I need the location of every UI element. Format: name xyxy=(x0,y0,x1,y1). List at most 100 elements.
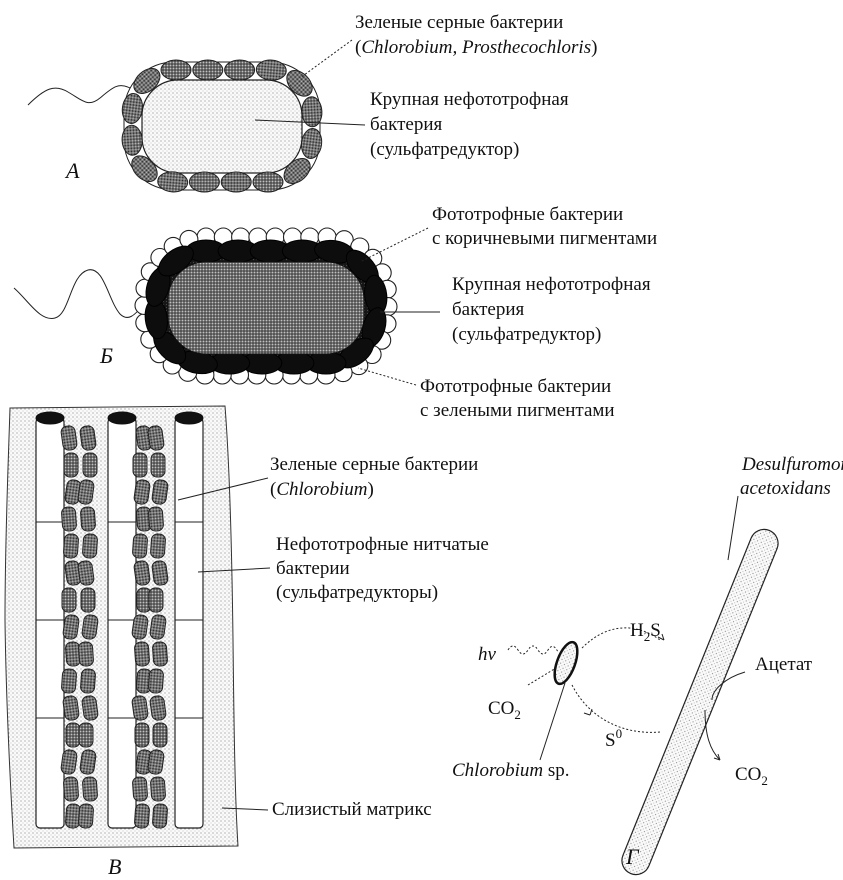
svg-text:(Chlorobium): (Chlorobium) xyxy=(270,479,374,500)
label-s0: S0 xyxy=(605,726,622,751)
chlorobium-cell-v xyxy=(82,534,98,559)
label-co2-right: CO2 xyxy=(735,764,768,788)
flagellum-b xyxy=(14,270,143,319)
chlorobium-cell-v xyxy=(78,804,94,829)
svg-text:Фототрофные бактерии: Фототрофные бактерии xyxy=(432,204,623,225)
green-sulfur-cell xyxy=(221,172,251,192)
green-sulfur-cell xyxy=(193,60,223,80)
svg-text:(Chlorobium, Prosthecochloris): (Chlorobium, Prosthecochloris) xyxy=(355,37,597,58)
leader-co2-left xyxy=(528,668,556,685)
chlorobium-cell-v xyxy=(61,669,77,694)
label-acetate: Ацетат xyxy=(755,654,813,675)
svg-text:Desulfuromonas: Desulfuromonas xyxy=(741,454,843,475)
leader-desulfuromonas xyxy=(728,496,738,560)
green-sulfur-cell xyxy=(253,172,283,192)
chlorobium-cell-v xyxy=(65,804,81,829)
chlorobium-cell xyxy=(550,639,582,687)
leader-b-1 xyxy=(360,228,428,262)
green-sulfur-cell xyxy=(121,125,142,156)
chlorobium-cell-v xyxy=(148,507,164,532)
chlorobium-cell-v xyxy=(151,453,165,477)
label-chlorobium-sp: Chlorobium sp. xyxy=(452,760,570,781)
filament-cap xyxy=(36,412,64,424)
svg-text:Зеленые серные бактерии: Зеленые серные бактерии xyxy=(270,454,478,475)
panel-a: Зеленые серные бактерии (Chlorobium, Pro… xyxy=(28,12,597,193)
green-sulfur-cell xyxy=(189,172,219,192)
svg-text:бактерия: бактерия xyxy=(452,299,524,320)
chlorobium-cell-v xyxy=(152,642,168,667)
chlorobium-cell-v xyxy=(80,669,96,694)
nonphototrophic-cell-b xyxy=(168,262,364,354)
label-brown-pigment-bacteria: Фототрофные бактерии с коричневыми пигме… xyxy=(432,204,657,249)
chlorobium-cell-v xyxy=(78,642,94,667)
chlorobium-cell-v xyxy=(150,777,166,802)
svg-text:acetoxidans: acetoxidans xyxy=(740,478,831,499)
chlorobium-cell-v xyxy=(134,804,150,829)
chlorobium-cell-v xyxy=(66,723,80,747)
svg-text:Нефототрофные нитчатые: Нефототрофные нитчатые xyxy=(276,534,489,555)
chlorobium-cell-v xyxy=(135,723,149,747)
green-sulfur-cell xyxy=(161,60,191,80)
svg-text:Крупная нефототрофная: Крупная нефототрофная xyxy=(370,89,569,110)
light-wave xyxy=(508,646,558,654)
svg-text:(сульфатредуктор): (сульфатредуктор) xyxy=(452,324,601,345)
chlorobium-cell-v xyxy=(80,507,96,532)
chlorobium-cell-v xyxy=(153,723,167,747)
svg-text:Фототрофные бактерии: Фототрофные бактерии xyxy=(420,376,611,397)
label-slime-matrix: Слизистый матрикс xyxy=(272,799,432,820)
label-green-sulfur-bacteria-a: Зеленые серные бактерии (Chlorobium, Pro… xyxy=(355,12,597,58)
chlorobium-cell-v xyxy=(149,588,163,612)
label-large-nonphototrophic-a: Крупная нефототрофная бактерия (сульфатр… xyxy=(370,89,569,160)
chlorobium-cell-v xyxy=(79,723,93,747)
svg-text:бактерии: бактерии xyxy=(276,558,350,579)
filament xyxy=(108,418,136,828)
nonphototrophic-cell-a xyxy=(142,80,302,173)
panel-letter-g: Г xyxy=(625,844,640,869)
panel-g: Desulfuromonas acetoxidans hν H2S Ацетат… xyxy=(452,454,843,879)
svg-text:бактерия: бактерия xyxy=(370,114,442,135)
panel-letter-v: В xyxy=(108,854,121,879)
label-co2-left: CO2 xyxy=(488,698,521,722)
panel-letter-b: Б xyxy=(99,343,113,368)
desulfuromonas-cell xyxy=(618,525,783,879)
chlorobium-cell-v xyxy=(148,669,164,694)
chlorobium-cell-v xyxy=(65,642,81,667)
chlorobium-cell-v xyxy=(61,507,77,532)
chlorobium-cell-v xyxy=(63,777,79,802)
green-sulfur-cell xyxy=(256,59,287,81)
chlorobium-cell-v xyxy=(132,534,148,559)
svg-text:Зеленые серные бактерии: Зеленые серные бактерии xyxy=(355,12,563,33)
green-sulfur-cell xyxy=(225,60,255,80)
chlorobium-cell-v xyxy=(82,777,98,802)
chlorobium-cell-v xyxy=(83,453,97,477)
panel-b: Фототрофные бактерии с коричневыми пигме… xyxy=(14,204,657,421)
filament-cap xyxy=(108,412,136,424)
chlorobium-cell-v xyxy=(62,588,76,612)
svg-text:с зелеными пигментами: с зелеными пигментами xyxy=(420,400,615,421)
chlorobium-cell-v xyxy=(133,453,147,477)
filament xyxy=(175,418,203,828)
chlorobium-cell-v xyxy=(150,534,166,559)
svg-text:с коричневыми пигментами: с коричневыми пигментами xyxy=(432,228,657,249)
filament-cap xyxy=(175,412,203,424)
svg-text:(сульфатредукторы): (сульфатредукторы) xyxy=(276,582,438,603)
label-hv: hν xyxy=(478,644,497,665)
panel-v: Зеленые серные бактерии (Chlorobium) Неф… xyxy=(5,406,489,879)
label-green-sulfur-bacteria-v: Зеленые серные бактерии (Chlorobium) xyxy=(270,454,478,500)
leader-chlorobium xyxy=(540,683,565,760)
label-large-nonphototrophic-b: Крупная нефототрофная бактерия (сульфатр… xyxy=(452,274,651,345)
chlorobium-cell-v xyxy=(63,534,79,559)
chlorobium-cell-v xyxy=(64,453,78,477)
green-sulfur-cell xyxy=(157,171,188,193)
panel-letter-a: А xyxy=(64,158,80,183)
label-green-pigment-bacteria: Фототрофные бактерии с зелеными пигмента… xyxy=(420,376,615,421)
leader-a-1 xyxy=(300,40,352,78)
chlorobium-cell-v xyxy=(81,588,95,612)
label-filamentous-bacteria: Нефототрофные нитчатые бактерии (сульфат… xyxy=(276,534,489,603)
arrow-s0 xyxy=(584,709,592,715)
chlorobium-cell-v xyxy=(132,777,148,802)
label-desulfuromonas: Desulfuromonas acetoxidans xyxy=(740,454,843,499)
flagellum-a xyxy=(28,86,130,105)
label-h2s: H2S xyxy=(630,620,661,644)
